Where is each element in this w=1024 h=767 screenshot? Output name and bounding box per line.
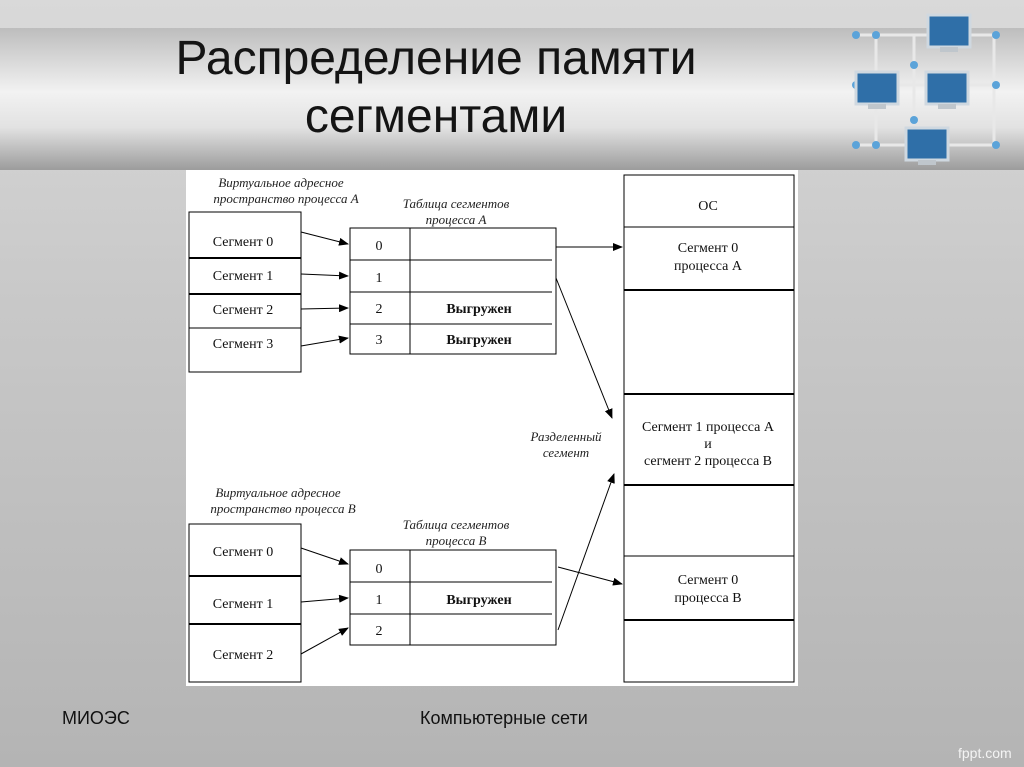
shared-segment-label-1: Разделенный (530, 429, 602, 444)
process-a-virtual-space: Сегмент 0 Сегмент 1 Сегмент 2 Сегмент 3 (188, 211, 302, 373)
monitor-icon (854, 70, 900, 109)
title-line-2: сегментами (304, 90, 568, 143)
process-a-segment-0: Сегмент 0 (213, 235, 273, 250)
memory-shared-line-2: и (704, 437, 712, 452)
memory-seg0b-line-1: Сегмент 0 (678, 573, 738, 588)
process-b-arrows (300, 547, 349, 655)
monitor-icon (926, 13, 972, 52)
process-b-table-index-2: 2 (376, 624, 383, 639)
monitor-icon (924, 70, 970, 109)
process-a-table-label-1: Таблица сегментов (403, 196, 510, 211)
memory-shared-line-3: сегмент 2 процесса В (644, 454, 772, 469)
process-b-segment-table: 0 1 2 Выгружен (349, 549, 557, 646)
process-b-segment-2: Сегмент 2 (213, 648, 273, 663)
memory-os: ОС (698, 199, 718, 214)
memory-shared-line-1: Сегмент 1 процесса А (642, 420, 775, 435)
physical-memory: ОС Сегмент 0 процесса А Сегмент 1 процес… (623, 174, 795, 683)
process-a-table-index-3: 3 (376, 333, 383, 348)
process-b-space-label-1: Виртуальное адресное (215, 485, 341, 500)
footer-left: МИОЭС (62, 708, 130, 728)
footer-center: Компьютерные сети (420, 708, 588, 728)
process-a-space-label-2: пространство процесса А (213, 191, 358, 206)
process-a-space-label-1: Виртуальное адресное (218, 175, 344, 190)
process-b-space-label-2: пространство процесса В (210, 501, 355, 516)
process-b-virtual-space: Сегмент 0 Сегмент 1 Сегмент 2 (188, 523, 302, 683)
process-b-table-status-1: Выгружен (446, 593, 511, 608)
process-a-table-status-2: Выгружен (446, 302, 511, 317)
process-a-segment-table: 0 1 2 3 Выгружен Выгружен (349, 227, 557, 355)
process-a-table-status-3: Выгружен (446, 333, 511, 348)
monitor-icon (904, 126, 950, 165)
process-a-segment-1: Сегмент 1 (213, 269, 273, 284)
shared-segment-label-2: сегмент (543, 445, 589, 460)
process-b-table-index-0: 0 (376, 562, 383, 577)
slide-title: Распределение памяти сегментами (96, 30, 776, 146)
process-b-table-index-1: 1 (376, 593, 383, 608)
process-a-table-index-2: 2 (376, 302, 383, 317)
watermark: fppt.com (958, 745, 1012, 761)
title-line-1: Распределение памяти (175, 32, 697, 85)
process-a-segment-2: Сегмент 2 (213, 303, 273, 318)
process-b-table-label-2: процесса В (426, 533, 487, 548)
table-to-memory-arrows (555, 243, 623, 631)
memory-seg0a-line-2: процесса А (674, 259, 743, 274)
process-a-arrows (300, 231, 349, 347)
process-a-table-index-1: 1 (376, 271, 383, 286)
process-b-segment-0: Сегмент 0 (213, 545, 273, 560)
process-a-table-label-2: процесса А (426, 212, 487, 227)
process-b-table-label-1: Таблица сегментов (403, 517, 510, 532)
memory-seg0a-line-1: Сегмент 0 (678, 241, 738, 256)
process-b-segment-1: Сегмент 1 (213, 597, 273, 612)
process-a-table-index-0: 0 (376, 239, 383, 254)
process-a-segment-3: Сегмент 3 (213, 337, 273, 352)
segment-memory-diagram: Виртуальное адресное пространство процес… (186, 170, 798, 686)
network-logo-icon (852, 13, 1000, 165)
memory-seg0b-line-2: процесса В (674, 591, 741, 606)
